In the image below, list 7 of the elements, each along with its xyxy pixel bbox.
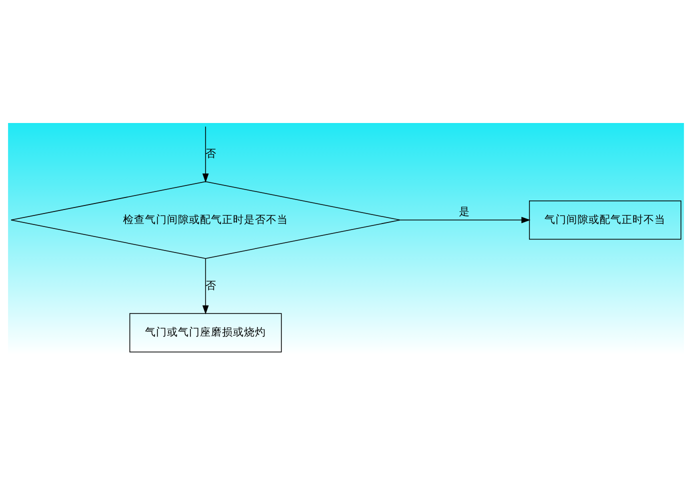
node-box: 气门或气门座磨损或烧灼 — [129, 312, 282, 352]
arrow — [400, 216, 530, 223]
node-box: 气门间隙或配气正时不当 — [529, 200, 682, 240]
arrow — [202, 126, 209, 182]
arrow — [202, 258, 209, 314]
edge-label: 是 — [459, 205, 470, 218]
node-diamond: 检查气门间隙或配气正时是否不当 — [10, 180, 400, 258]
